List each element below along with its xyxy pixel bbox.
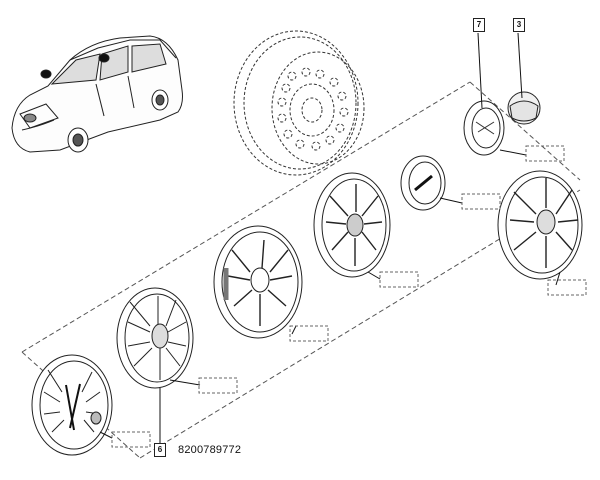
hubcap-variant-4 (313, 172, 391, 278)
leader-lines (99, 32, 561, 445)
hubcap-variant-3 (213, 225, 303, 339)
hubcap-variant-5 (497, 170, 583, 280)
centre-cap (463, 100, 505, 156)
callout-6-label: 6 (154, 443, 166, 457)
steel-wheel-rim (233, 30, 365, 176)
empty-reference-box (198, 377, 238, 394)
empty-reference-box (547, 279, 587, 296)
hubcap-variant-2 (116, 287, 194, 389)
empty-reference-box (379, 271, 419, 288)
empty-reference-box (289, 325, 329, 342)
car-illustration (11, 35, 183, 153)
part-number-label: 8200789772 (178, 444, 242, 456)
callout-7-label: 7 (473, 18, 485, 32)
hub-center-insert (400, 155, 446, 211)
empty-reference-box (111, 431, 151, 448)
assembly-outline (21, 81, 581, 459)
empty-reference-box (461, 193, 501, 210)
callout-3-label: 3 (513, 18, 525, 32)
hubcap-variant-1 (31, 354, 113, 456)
wheel-nut-cover (507, 91, 541, 125)
